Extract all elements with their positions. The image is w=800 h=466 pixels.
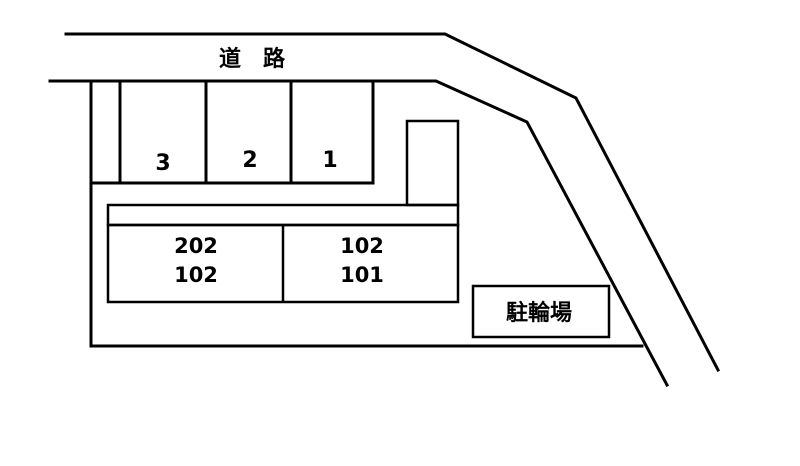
parking-space-2: 2: [242, 148, 257, 173]
road-outer-edge: [64, 32, 721, 373]
parking-area: 3 2 1: [89, 79, 375, 185]
property-boundary: [89, 79, 644, 348]
bicycle-parking-label: 駐輪場: [506, 300, 572, 326]
parking-space-1: 1: [322, 148, 337, 173]
road-label: 道 路: [219, 46, 286, 72]
building-corridor: [106, 203, 460, 227]
unit-102-left: 102: [174, 263, 218, 287]
bicycle-parking: 駐輪場: [471, 284, 611, 339]
unit-101: 101: [340, 263, 384, 287]
building: 202 102 102 101: [106, 203, 460, 304]
bicycle-parking-box: [471, 284, 611, 339]
unit-102-right: 102: [340, 234, 384, 258]
road-inner-edge: [48, 79, 670, 388]
stair-structure: [405, 119, 460, 207]
parking-space-3: 3: [155, 151, 170, 176]
unit-202: 202: [174, 234, 218, 258]
